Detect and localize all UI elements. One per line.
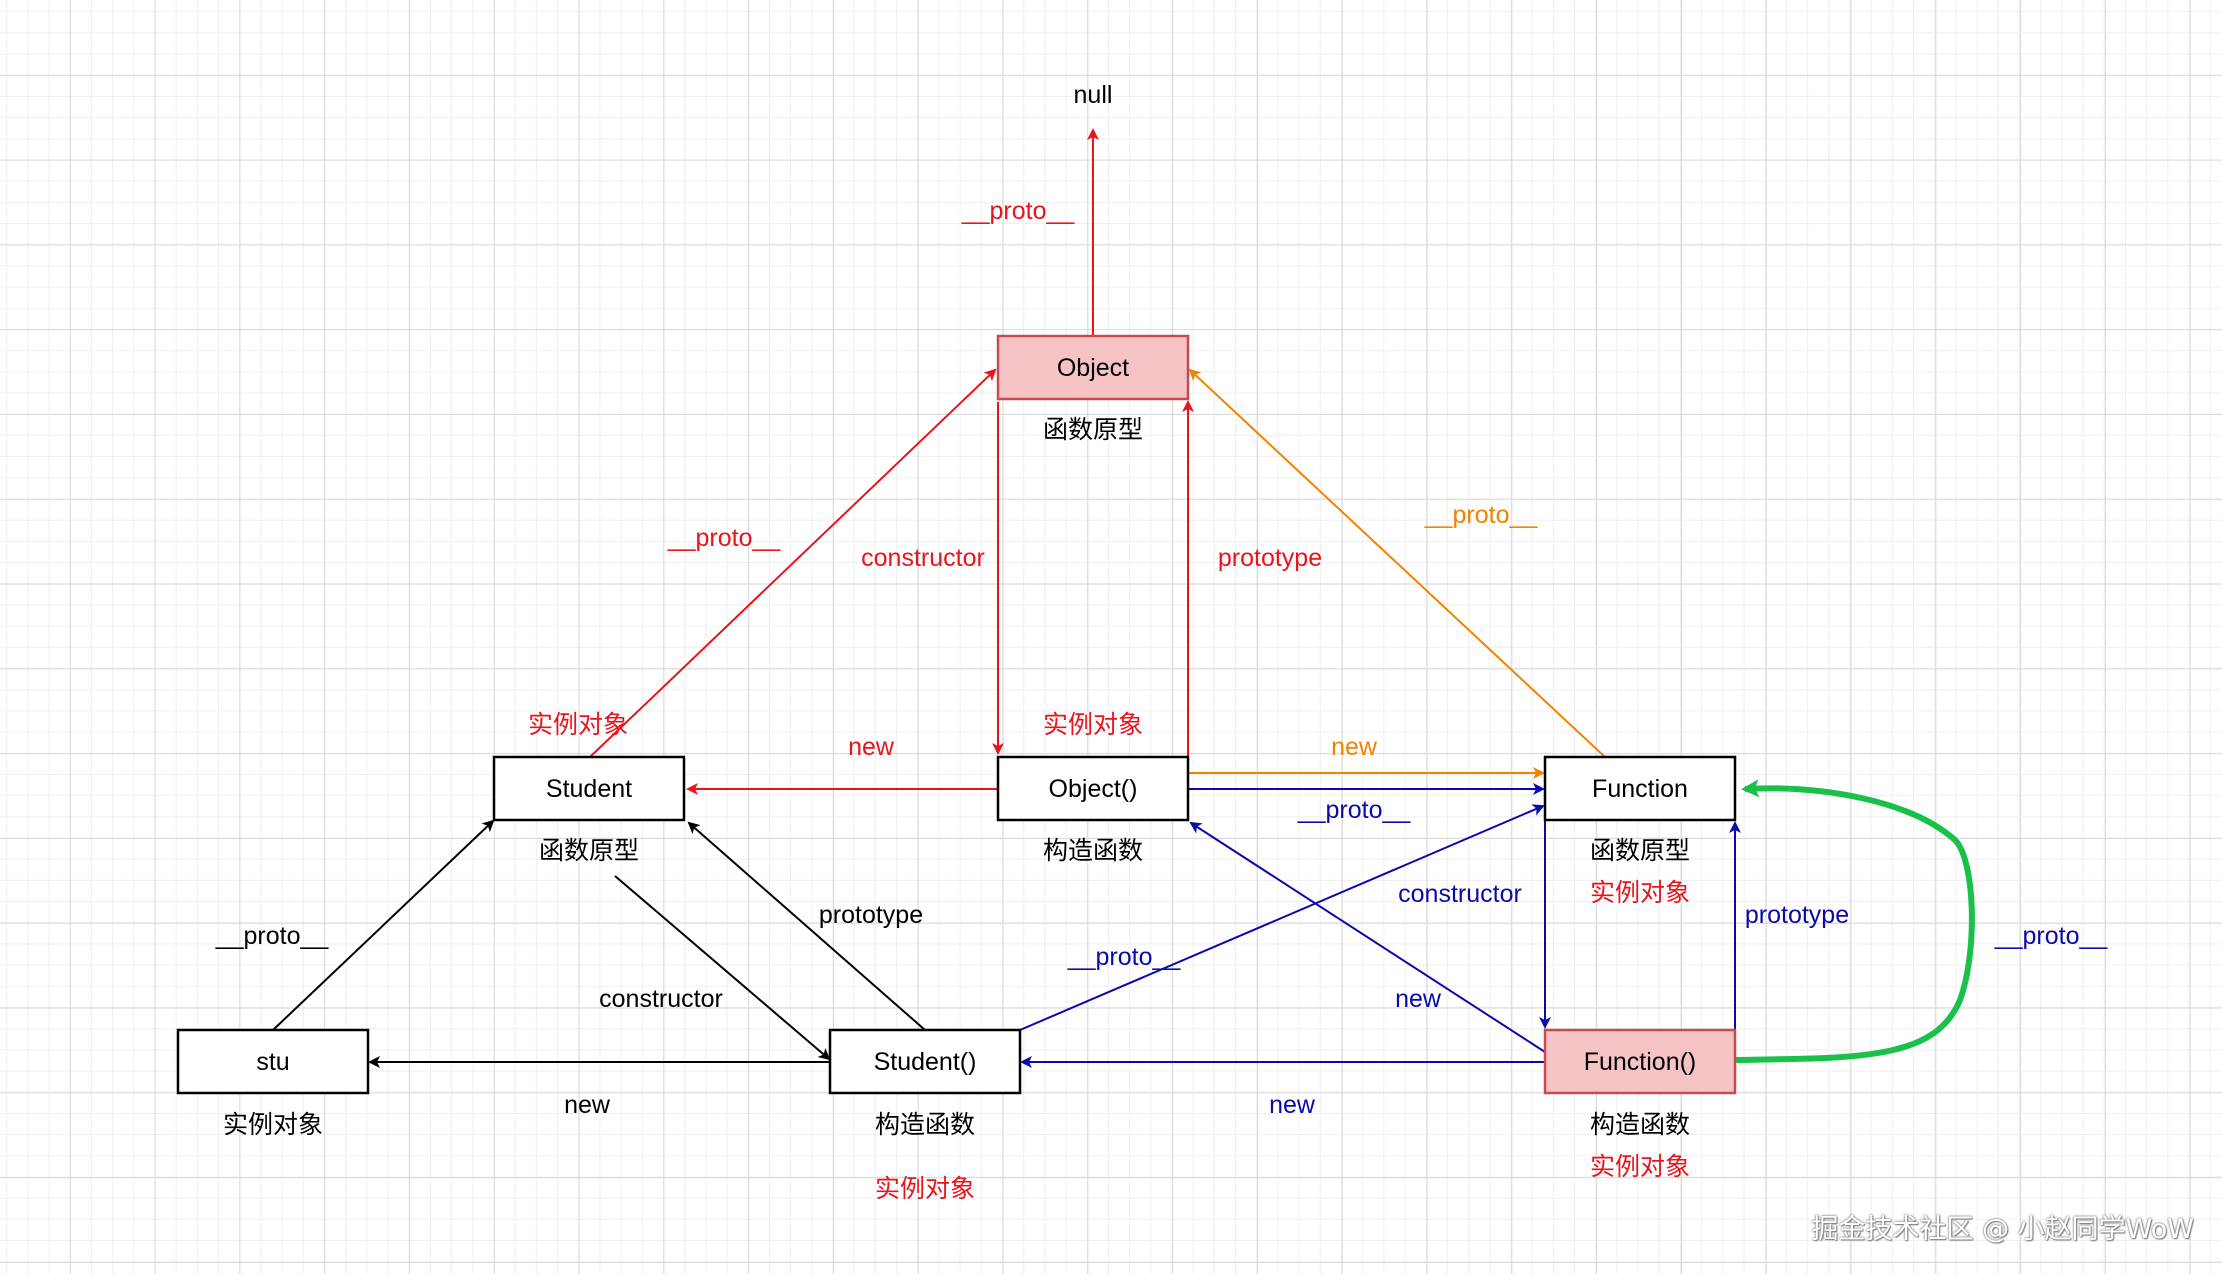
node-label: Function() xyxy=(1584,1048,1697,1076)
node-object-constructor[interactable]: Object() xyxy=(996,755,1190,822)
sublabel-object-ctor-instance: 实例对象 xyxy=(1043,711,1143,739)
sublabel-function-ctor-instance: 实例对象 xyxy=(1590,1153,1690,1181)
edge-function-self-proto xyxy=(1734,779,1975,1063)
node-object-prototype[interactable]: Object xyxy=(996,334,1190,401)
edge-student-ctor-to-function xyxy=(1019,804,1545,1031)
node-label: Student xyxy=(546,775,632,803)
label-object-new-function: new xyxy=(1331,733,1378,761)
sublabel-student-ctor: 构造函数 xyxy=(875,1111,975,1139)
node-function-constructor[interactable]: Function() xyxy=(1543,1028,1737,1095)
sublabel-student-ctor-instance: 实例对象 xyxy=(875,1175,975,1203)
label-function-new-student: new xyxy=(1269,1091,1316,1119)
label-student-prototype: prototype xyxy=(819,901,923,929)
label-stu-to-student: __proto__ xyxy=(215,922,330,950)
node-student-prototype[interactable]: Student xyxy=(492,755,686,822)
node-null: null xyxy=(1074,81,1113,109)
edge-labels: __proto__ __proto__ constructor prototyp… xyxy=(215,197,2109,1119)
label-object-prototype: prototype xyxy=(1218,544,1322,572)
edge-student-prototype xyxy=(687,821,926,1031)
edge-student-to-object xyxy=(589,368,997,758)
sublabel-function-proto-instance: 实例对象 xyxy=(1590,879,1690,907)
label-function-to-object: __proto__ xyxy=(1424,501,1539,529)
node-label: Function xyxy=(1592,775,1688,803)
node-label: Object() xyxy=(1049,775,1138,803)
sublabel-student-proto-instance: 实例对象 xyxy=(528,711,628,739)
sublabel-object-proto: 函数原型 xyxy=(1043,416,1143,444)
node-stu[interactable]: stu xyxy=(176,1028,370,1095)
node-student-constructor[interactable]: Student() xyxy=(828,1028,1022,1095)
node-function-prototype[interactable]: Function xyxy=(1543,755,1737,822)
node-label: stu xyxy=(256,1048,289,1076)
label-function-prototype: prototype xyxy=(1745,901,1849,929)
sublabel-student-proto: 函数原型 xyxy=(539,837,639,865)
edges xyxy=(272,128,1975,1068)
node-label: Object xyxy=(1057,354,1129,382)
sublabel-stu: 实例对象 xyxy=(223,1111,323,1139)
sublabel-function-ctor: 构造函数 xyxy=(1590,1111,1690,1139)
label-student-new-stu: new xyxy=(564,1091,611,1119)
edge-student-constructor xyxy=(614,875,831,1061)
node-label: Student() xyxy=(874,1048,977,1076)
edge-function-to-object xyxy=(1188,368,1606,758)
label-object-ctor-to-function: __proto__ xyxy=(1297,796,1412,824)
sub-labels: 函数原型 实例对象 实例对象 函数原型 构造函数 函数原型 实例对象 实例对象 … xyxy=(223,416,1690,1203)
label-student-ctor-to-function: __proto__ xyxy=(1067,943,1182,971)
label-object-constructor: constructor xyxy=(861,544,985,572)
label-object-new-student: new xyxy=(848,733,895,761)
sublabel-function-proto: 函数原型 xyxy=(1590,837,1690,865)
label-function-self-proto: __proto__ xyxy=(1994,922,2109,950)
sublabel-object-ctor: 构造函数 xyxy=(1043,837,1143,865)
edge-stu-to-student xyxy=(272,819,495,1031)
edge-function-new-object xyxy=(1189,821,1546,1053)
label-student-to-object: __proto__ xyxy=(667,524,782,552)
label-object-to-null: __proto__ xyxy=(961,197,1076,225)
label-student-constructor: constructor xyxy=(599,985,723,1013)
label-function-new-object: new xyxy=(1395,985,1442,1013)
label-function-constructor: constructor xyxy=(1398,880,1522,908)
watermark: 掘金技术社区 @ 小赵同学WoW xyxy=(1811,1214,2195,1245)
